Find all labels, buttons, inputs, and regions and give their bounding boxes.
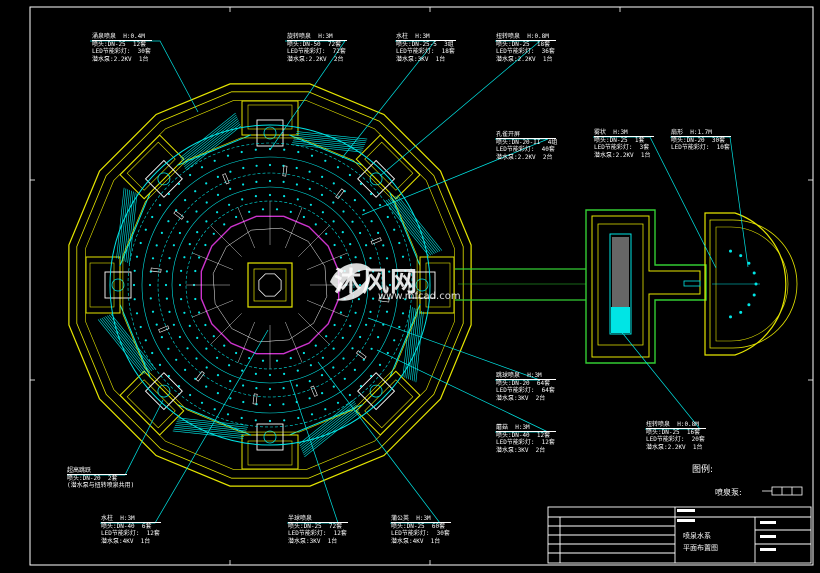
leader-lines — [67, 40, 749, 524]
watermark-brand: 沐风网 — [334, 267, 418, 298]
annotation-label: 超高跳跃喷头:DN-20 2套 (潜水泵与扭转喷泉共用) — [67, 467, 135, 489]
annotation-label: 孔雀开屏喷头:DN-20-II 4组 LED节能彩灯: 40套 潜水泵:2.2K… — [496, 131, 558, 161]
annotation-label: 半球喷泉喷头:DN-25 72套 LED节能彩灯: 12套 潜水泵:3KV 1台 — [288, 515, 347, 545]
legend-pump-icon — [762, 486, 803, 496]
title-block — [547, 506, 812, 564]
watermark-url: www.mfcad.com — [378, 291, 461, 302]
drawing-title: 喷泉水系平面布置图 — [683, 532, 718, 552]
legend-pump-label: 喷泉泵: — [715, 488, 742, 497]
frame-marks — [30, 7, 813, 565]
drawing-border — [29, 6, 814, 566]
watermark-logo — [330, 263, 372, 301]
side-pool — [455, 209, 798, 364]
legend-title: 图例: — [692, 465, 714, 475]
fountain-plan — [68, 83, 472, 487]
